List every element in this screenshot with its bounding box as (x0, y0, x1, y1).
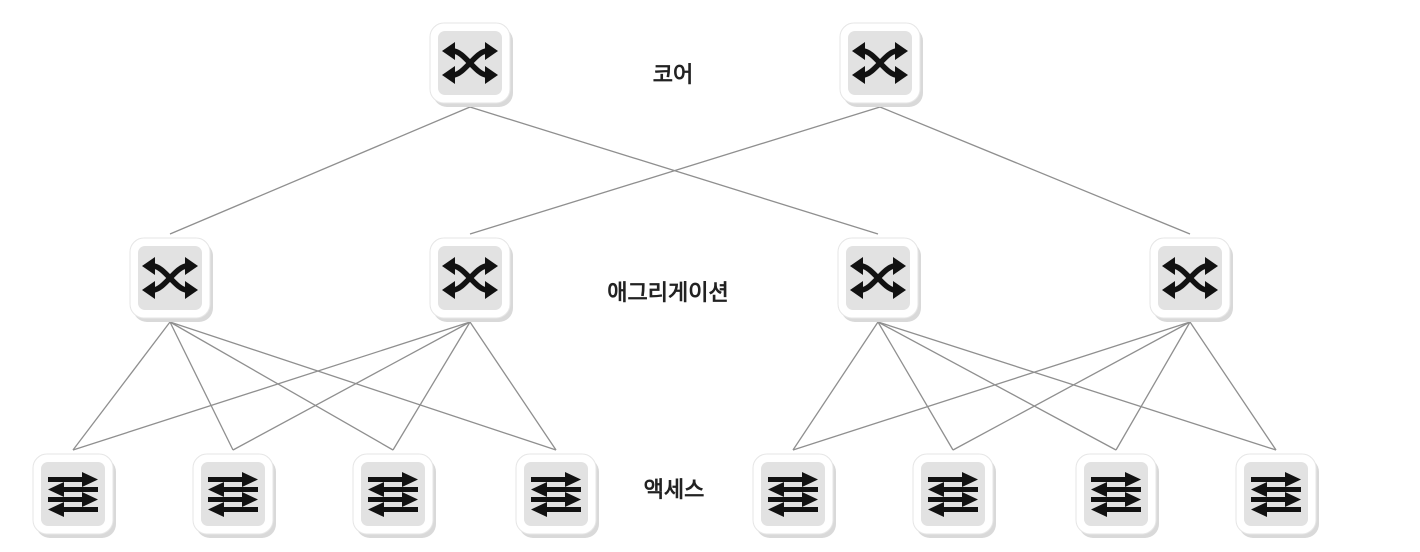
acc-7-node (1075, 453, 1159, 538)
network-nodes (32, 22, 1319, 538)
agg-2-node (429, 237, 513, 322)
agg-4-node (1149, 237, 1233, 322)
acc-4-node (515, 453, 599, 538)
link-core-1-agg-1 (169, 106, 471, 235)
core-1-node (429, 22, 513, 107)
link-agg-3-acc-6 (877, 321, 954, 451)
acc-8-node (1235, 453, 1319, 538)
link-agg-1-acc-4 (169, 321, 557, 451)
core-2-node (839, 22, 923, 107)
connection-lines (72, 106, 1277, 451)
link-agg-3-acc-7 (877, 321, 1117, 451)
link-agg-2-acc-3 (392, 321, 471, 451)
acc-6-node (912, 453, 996, 538)
agg-1-node (129, 237, 213, 322)
tile-face (201, 462, 265, 526)
acc-2-node (192, 453, 276, 538)
agg-3-node (837, 237, 921, 322)
acc-5-node (752, 453, 836, 538)
link-core-2-agg-2 (469, 106, 881, 235)
link-agg-1-acc-1 (72, 321, 171, 451)
tile-face (361, 462, 425, 526)
link-agg-4-acc-5 (792, 321, 1191, 451)
link-agg-1-acc-3 (169, 321, 394, 451)
link-agg-2-acc-2 (232, 321, 471, 451)
tile-face (921, 462, 985, 526)
link-agg-1-acc-2 (169, 321, 234, 451)
tile-face (41, 462, 105, 526)
tile-face (1244, 462, 1308, 526)
acc-3-node (352, 453, 436, 538)
tile-face (524, 462, 588, 526)
acc-1-node (32, 453, 116, 538)
link-agg-4-acc-6 (952, 321, 1191, 451)
link-agg-3-acc-5 (792, 321, 879, 451)
aggregation-layer-label: 애그리게이션 (607, 281, 728, 306)
link-agg-2-acc-4 (469, 321, 557, 451)
core-layer-label: 코어 (653, 63, 693, 88)
link-core-2-agg-4 (879, 106, 1191, 235)
link-agg-3-acc-8 (877, 321, 1277, 451)
access-layer-label: 액세스 (644, 478, 705, 503)
link-agg-2-acc-1 (72, 321, 471, 451)
link-agg-4-acc-8 (1189, 321, 1277, 451)
tile-face (1084, 462, 1148, 526)
tile-face (761, 462, 825, 526)
link-agg-4-acc-7 (1115, 321, 1191, 451)
